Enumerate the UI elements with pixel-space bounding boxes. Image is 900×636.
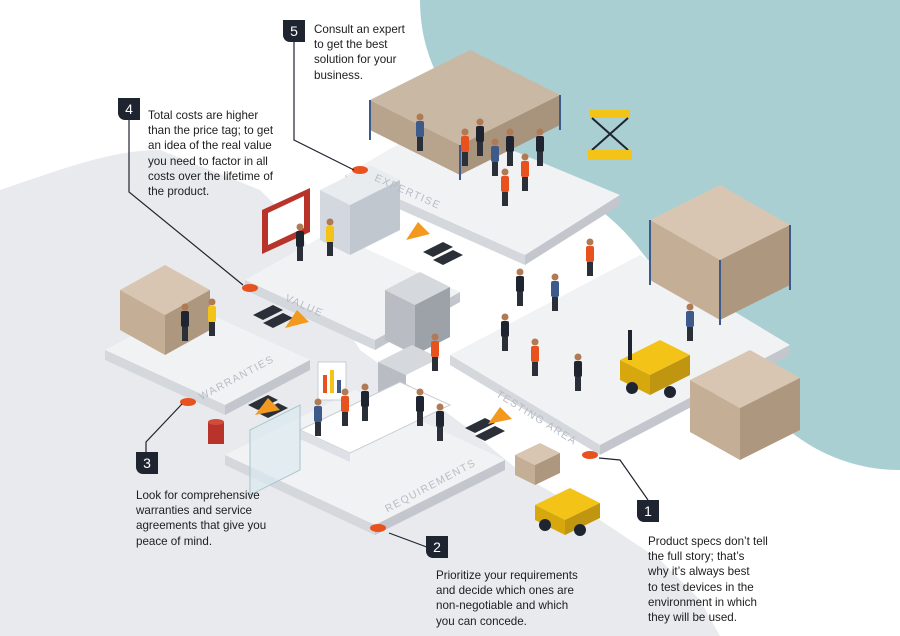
- person-figure: [574, 353, 582, 391]
- person-figure: [461, 128, 469, 166]
- person-figure: [536, 128, 544, 166]
- person-figure: [431, 333, 439, 371]
- step-marks: [248, 242, 505, 441]
- step-number-2: 2: [426, 536, 448, 558]
- oil-barrel: [208, 419, 224, 444]
- person-figure: [501, 168, 509, 206]
- leader-lines: [128, 40, 649, 550]
- shelving-rack-lower-right: [690, 350, 800, 460]
- person-figure: [501, 313, 509, 351]
- person-figure: [416, 113, 424, 151]
- person-figure: [341, 388, 349, 426]
- direction-arrows: [255, 222, 512, 424]
- person-figure: [181, 303, 189, 341]
- forklift-front: [535, 488, 600, 536]
- person-figure: [506, 128, 514, 166]
- person-figure: [326, 218, 334, 256]
- person-figure: [361, 383, 369, 421]
- person-figure: [416, 388, 424, 426]
- freight-elevator: [378, 272, 450, 420]
- person-figure: [686, 303, 694, 341]
- person-figure: [208, 298, 216, 336]
- person-figure: [516, 268, 524, 306]
- person-figure: [586, 238, 594, 276]
- person-figure: [476, 118, 484, 156]
- shelving-rack-right: [649, 185, 791, 325]
- zone-markers: [180, 166, 598, 532]
- person-figure: [436, 403, 444, 441]
- flipchart: [317, 361, 347, 401]
- people-figures: [181, 113, 694, 441]
- person-figure: [296, 223, 304, 261]
- person-figure: [531, 338, 539, 376]
- store-shelf: [320, 165, 400, 255]
- pallet-boxes-front: [515, 443, 560, 485]
- step-number-1: 1: [637, 500, 659, 522]
- person-figure: [314, 398, 322, 436]
- step-number-5: 5: [283, 20, 305, 42]
- step-number-4: 4: [118, 98, 140, 120]
- glass-partition: [249, 404, 301, 496]
- scissor-lift: [588, 110, 632, 160]
- person-figure: [551, 273, 559, 311]
- step-number-3: 3: [136, 452, 158, 474]
- person-figure: [491, 138, 499, 176]
- person-figure: [521, 153, 529, 191]
- forklift-testing: [620, 330, 690, 398]
